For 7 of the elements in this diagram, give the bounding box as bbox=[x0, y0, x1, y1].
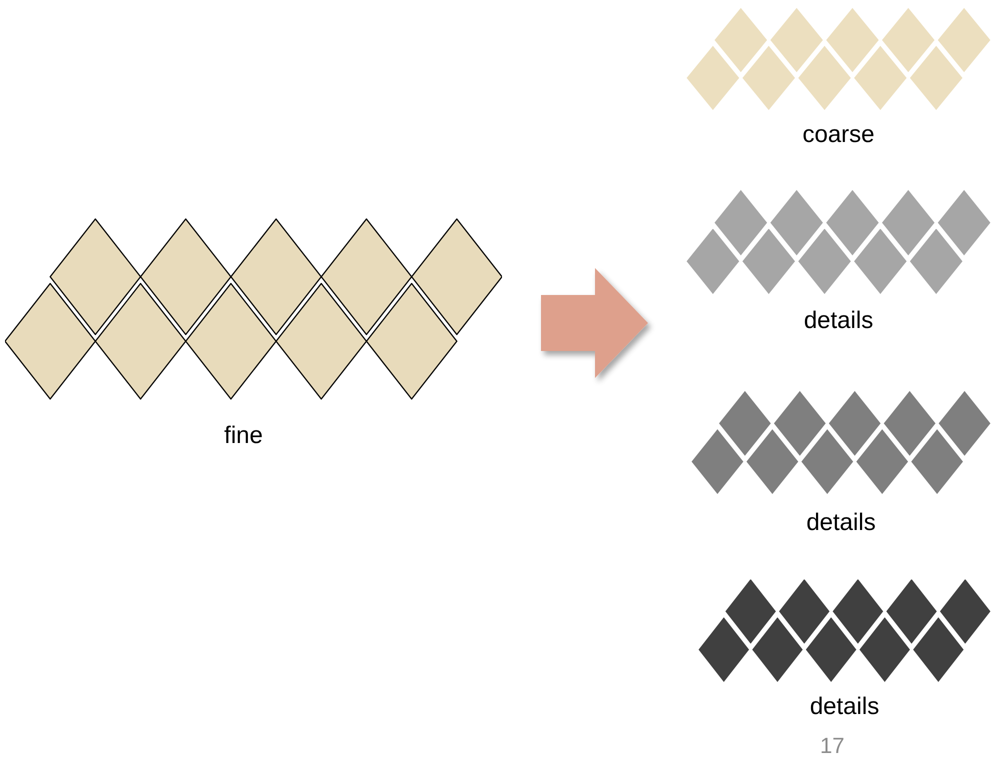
mesh-label: details bbox=[804, 307, 874, 335]
mesh-label: coarse bbox=[802, 121, 875, 149]
page-number: 17 bbox=[820, 733, 844, 759]
mesh-label: fine bbox=[224, 422, 263, 450]
mesh-label: details bbox=[810, 693, 880, 721]
mesh-label: details bbox=[806, 509, 876, 537]
block-arrow bbox=[541, 268, 648, 378]
